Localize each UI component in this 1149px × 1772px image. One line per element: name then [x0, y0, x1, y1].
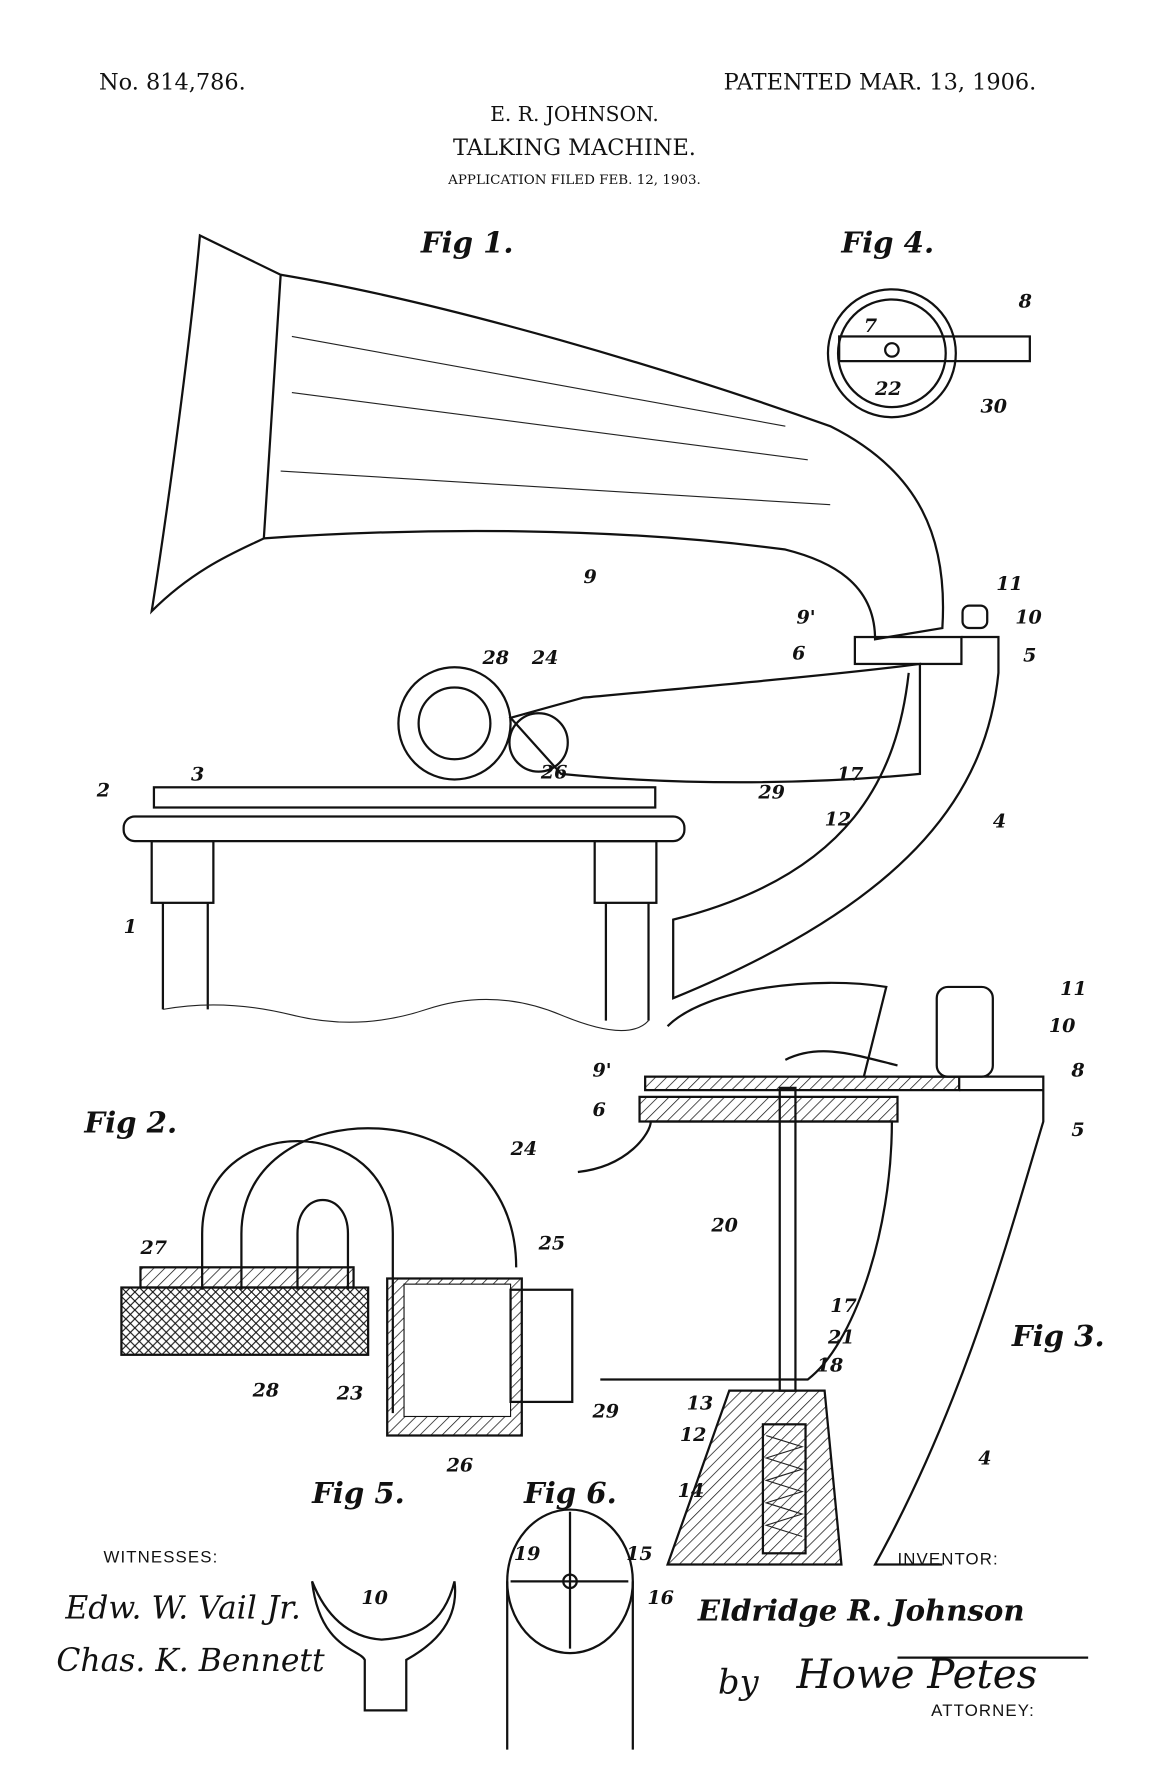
- witnesses-label: WITNESSES:: [103, 1547, 218, 1566]
- fig4-title: Fig 4.: [840, 225, 934, 259]
- fig1-drawing: [122, 233, 1000, 1032]
- label: 16: [647, 1587, 674, 1609]
- label: 9: [583, 566, 596, 588]
- inventor-signature: Eldridge R. Johnson: [697, 1594, 1025, 1628]
- fig1-title: Fig 1.: [420, 225, 514, 259]
- label: 5: [1023, 645, 1036, 667]
- label: 27: [139, 1237, 167, 1259]
- label: 15: [626, 1543, 653, 1565]
- application-filed: APPLICATION FILED FEB. 12, 1903.: [447, 173, 701, 188]
- fig6-drawing: [506, 1508, 634, 1750]
- label: 5: [1071, 1119, 1084, 1141]
- label: 3: [191, 764, 204, 786]
- label: 10: [361, 1587, 388, 1609]
- label: 12: [680, 1424, 707, 1446]
- fig3-title: Fig 3.: [1011, 1319, 1105, 1353]
- label: 13: [687, 1393, 714, 1415]
- label: 2: [96, 779, 110, 801]
- label: 4: [978, 1448, 991, 1470]
- fig5-title: Fig 5.: [311, 1476, 405, 1510]
- label: 11: [1060, 978, 1087, 1000]
- label: 17: [830, 1295, 857, 1317]
- label: 20: [710, 1214, 738, 1236]
- patent-date: PATENTED MAR. 13, 1906.: [724, 70, 1037, 96]
- label: 19: [514, 1543, 541, 1565]
- inventor-label: INVENTOR:: [897, 1550, 998, 1569]
- label: 30: [980, 396, 1007, 418]
- patent-number: No. 814,786.: [99, 70, 246, 96]
- fig2-title: Fig 2.: [83, 1106, 177, 1140]
- label: 8: [1070, 1060, 1084, 1082]
- attorney-label: ATTORNEY:: [931, 1701, 1035, 1720]
- label: 26: [446, 1454, 474, 1476]
- label: 7: [864, 315, 878, 337]
- label: 6: [592, 1099, 605, 1121]
- fig4-drawing: [826, 288, 1031, 419]
- label: 11: [996, 573, 1023, 595]
- label: 9': [797, 607, 816, 629]
- label: 1: [124, 916, 137, 938]
- inventor-name: E. R. JOHNSON.: [490, 102, 659, 126]
- label: 24: [531, 647, 559, 669]
- label: 14: [678, 1480, 705, 1502]
- label: 29: [757, 782, 785, 804]
- label: 28: [482, 647, 510, 669]
- label: 22: [874, 378, 902, 400]
- label: 10: [1015, 607, 1042, 629]
- witness-2-signature: Chas. K. Bennett: [56, 1643, 325, 1679]
- label: 23: [336, 1383, 364, 1405]
- fig5-drawing: [310, 1580, 457, 1712]
- witness-1-signature: Edw. W. Vail Jr.: [64, 1590, 301, 1626]
- label: 8: [1018, 290, 1032, 312]
- label: 21: [827, 1327, 855, 1349]
- label: 25: [538, 1232, 566, 1254]
- label: 6: [792, 642, 805, 664]
- label: 9': [592, 1060, 611, 1082]
- label: 4: [993, 811, 1006, 833]
- by-text: by: [718, 1662, 760, 1701]
- fig3-drawing: [577, 981, 1045, 1566]
- label: 12: [825, 808, 852, 830]
- label: 10: [1049, 1015, 1076, 1037]
- label: 17: [837, 764, 864, 786]
- label: 26: [540, 761, 568, 783]
- label: 28: [252, 1379, 280, 1401]
- label: 29: [591, 1401, 619, 1423]
- fig2-drawing: [120, 1127, 574, 1437]
- label: 24: [510, 1138, 538, 1160]
- invention-title: TALKING MACHINE.: [453, 135, 696, 161]
- fig6-title: Fig 6.: [523, 1476, 617, 1510]
- fig1-labels: 9 9' 6 11 10 5 28 24 26 3 2 29 17 12 4 1: [96, 566, 1043, 938]
- label: 18: [817, 1355, 844, 1377]
